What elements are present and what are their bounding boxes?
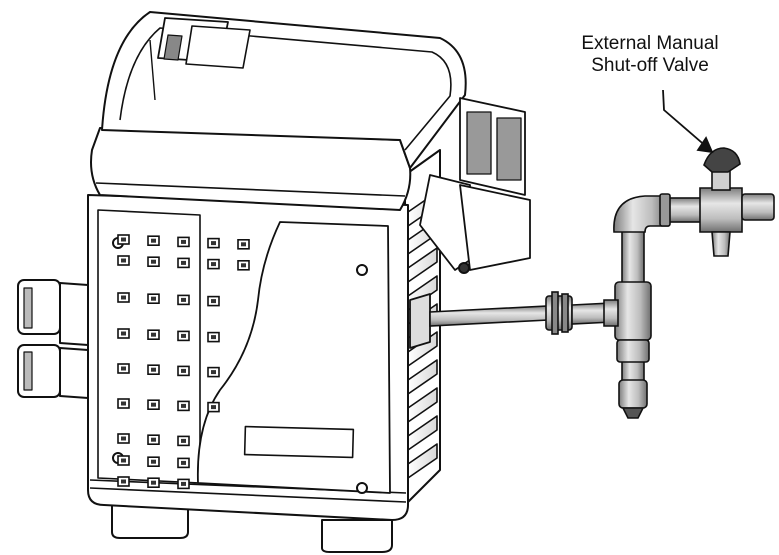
louver-slot-inner bbox=[151, 367, 156, 372]
louver-slot-inner bbox=[151, 259, 156, 264]
louver-slot-inner bbox=[181, 333, 186, 338]
louver-slot-inner bbox=[121, 479, 126, 484]
louver-slot-inner bbox=[151, 480, 156, 485]
louver-slot-inner bbox=[121, 331, 126, 336]
callout-line-2: Shut-off Valve bbox=[591, 55, 709, 76]
louver-slot-inner bbox=[181, 239, 186, 244]
valve-callout-label: External Manual Shut-off Valve bbox=[555, 33, 745, 77]
drip-leg-coupling bbox=[616, 339, 650, 363]
louver-slot-inner bbox=[241, 263, 246, 268]
pipe-tee bbox=[614, 281, 652, 341]
top-bezel bbox=[90, 127, 412, 211]
louver-slot-inner bbox=[151, 332, 156, 337]
louver-slot-inner bbox=[211, 262, 216, 267]
front-louvers bbox=[117, 234, 250, 490]
shutoff-valve-body bbox=[699, 187, 743, 233]
louver-slot-inner bbox=[181, 368, 186, 373]
louver-slot-inner bbox=[151, 437, 156, 442]
louver-slot-inner bbox=[121, 366, 126, 371]
louver-slot-inner bbox=[181, 260, 186, 265]
louver-slot-inner bbox=[121, 458, 126, 463]
louver-slot-inner bbox=[181, 438, 186, 443]
louver-slot-inner bbox=[241, 242, 246, 247]
louver-slot-inner bbox=[181, 460, 186, 465]
callout-line-1: External Manual bbox=[581, 33, 719, 54]
louver-slot-inner bbox=[181, 403, 186, 408]
louver-slot-inner bbox=[121, 436, 126, 441]
louver-slot-inner bbox=[151, 296, 156, 301]
louver-slot-inner bbox=[151, 402, 156, 407]
heater-foot-left bbox=[111, 504, 189, 539]
vent-bracket bbox=[459, 184, 531, 271]
heater-foot-right bbox=[321, 519, 393, 553]
louver-slot-inner bbox=[211, 370, 216, 375]
screw bbox=[356, 482, 368, 494]
louver-slot-inner bbox=[211, 405, 216, 410]
louver-slot-inner bbox=[121, 401, 126, 406]
louver-slot-inner bbox=[121, 295, 126, 300]
louver-slot-inner bbox=[211, 335, 216, 340]
front-access-door bbox=[196, 221, 391, 494]
louver-slot-inner bbox=[181, 297, 186, 302]
gas-supply-pipe bbox=[429, 305, 549, 327]
gas-piping bbox=[429, 147, 775, 419]
louver-slot-inner bbox=[121, 237, 126, 242]
top-label-recess bbox=[185, 25, 251, 69]
gas-inlet-collar bbox=[409, 293, 431, 349]
callout-leader-arrow bbox=[662, 89, 714, 154]
top-hatch-vent bbox=[163, 34, 183, 61]
louver-slot-inner bbox=[151, 238, 156, 243]
louver-slot-inner bbox=[211, 241, 216, 246]
pool-heater bbox=[17, 11, 531, 553]
louver-slot-inner bbox=[211, 299, 216, 304]
exhaust-vent-slots bbox=[466, 111, 522, 181]
louver-slot-inner bbox=[151, 459, 156, 464]
valve-outlet-pipe bbox=[741, 193, 775, 221]
louver-slot-inner bbox=[121, 258, 126, 263]
louver-slot-inner bbox=[181, 481, 186, 486]
rating-label-plate bbox=[243, 425, 355, 459]
screw bbox=[356, 264, 368, 276]
drip-leg-cap bbox=[618, 379, 648, 409]
shutoff-valve-handle bbox=[703, 147, 741, 173]
water-connections bbox=[17, 279, 89, 399]
